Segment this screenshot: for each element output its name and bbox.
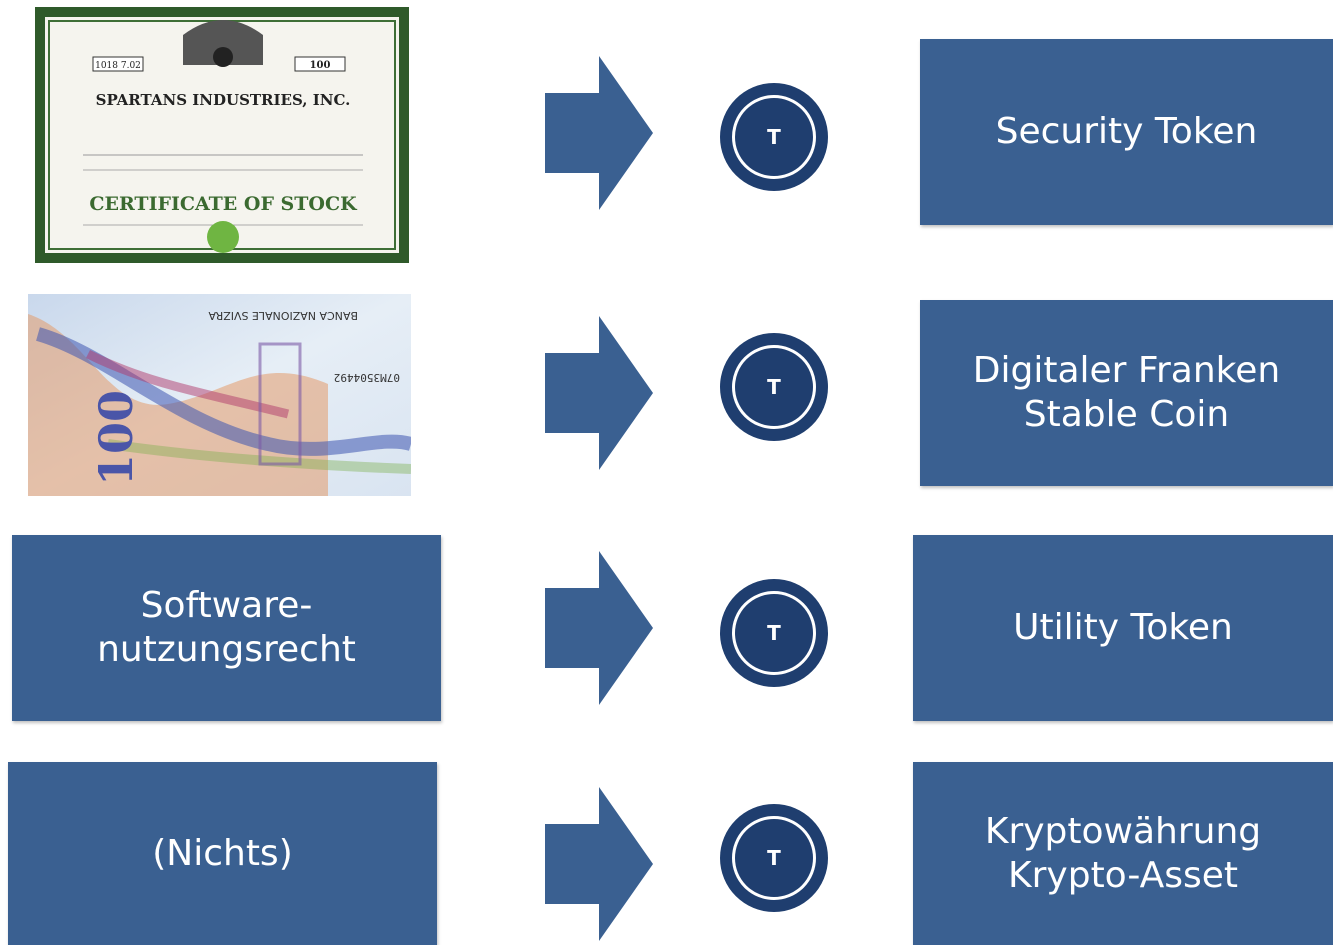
security-token-box: Security Token [920,39,1333,225]
token-coin-icon: T [720,83,828,191]
target-label: Utility Token [1013,607,1233,648]
nichts-box: (Nichts) [8,762,437,945]
certificate-number: 1018 7.02 [95,61,141,71]
token-coin-icon: T [720,579,828,687]
token-letter: T [732,345,816,429]
target-label-line2: Krypto-Asset [1008,854,1238,896]
utility-token-box: Utility Token [913,535,1333,721]
right-arrow-icon [545,551,653,705]
token-letter: T [732,591,816,675]
right-arrow-icon [545,316,653,470]
target-label: Security Token [995,111,1258,152]
right-arrow-icon [545,787,653,941]
source-label-line2: nutzungsrecht [97,629,356,670]
token-letter: T [732,816,816,900]
kryptowaehrung-box: Kryptowährung Krypto-Asset [913,762,1333,945]
source-label: (Nichts) [152,832,293,874]
certificate-shares: 100 [310,60,331,71]
target-label-line1: Digitaler Franken [972,350,1281,391]
banknote-denomination: 100 [89,390,143,486]
digitaler-franken-box: Digitaler Franken Stable Coin [920,300,1333,486]
token-letter: T [732,95,816,179]
banknote-serial: 07M3504492 [334,371,400,384]
certificate-company: SPARTANS INDUSTRIES, INC. [96,91,351,109]
target-label-line2: Stable Coin [1023,394,1230,435]
stock-certificate-image: 1018 7.02 100 SPARTANS INDUSTRIES, INC. … [33,5,411,265]
certificate-title: CERTIFICATE OF STOCK [89,193,358,215]
source-label-line1: Software- [140,585,313,626]
token-coin-icon: T [720,333,828,441]
right-arrow-icon [545,56,653,210]
target-label-line1: Kryptowährung [984,810,1262,852]
softwarenutzungsrecht-box: Software- nutzungsrecht [12,535,441,721]
swiss-banknote-image: 100 BANCA NAZIONALE SVIZRA 07M3504492 [28,294,411,496]
token-coin-icon: T [720,804,828,912]
banknote-bank-name: BANCA NAZIONALE SVIZRA [208,309,358,322]
